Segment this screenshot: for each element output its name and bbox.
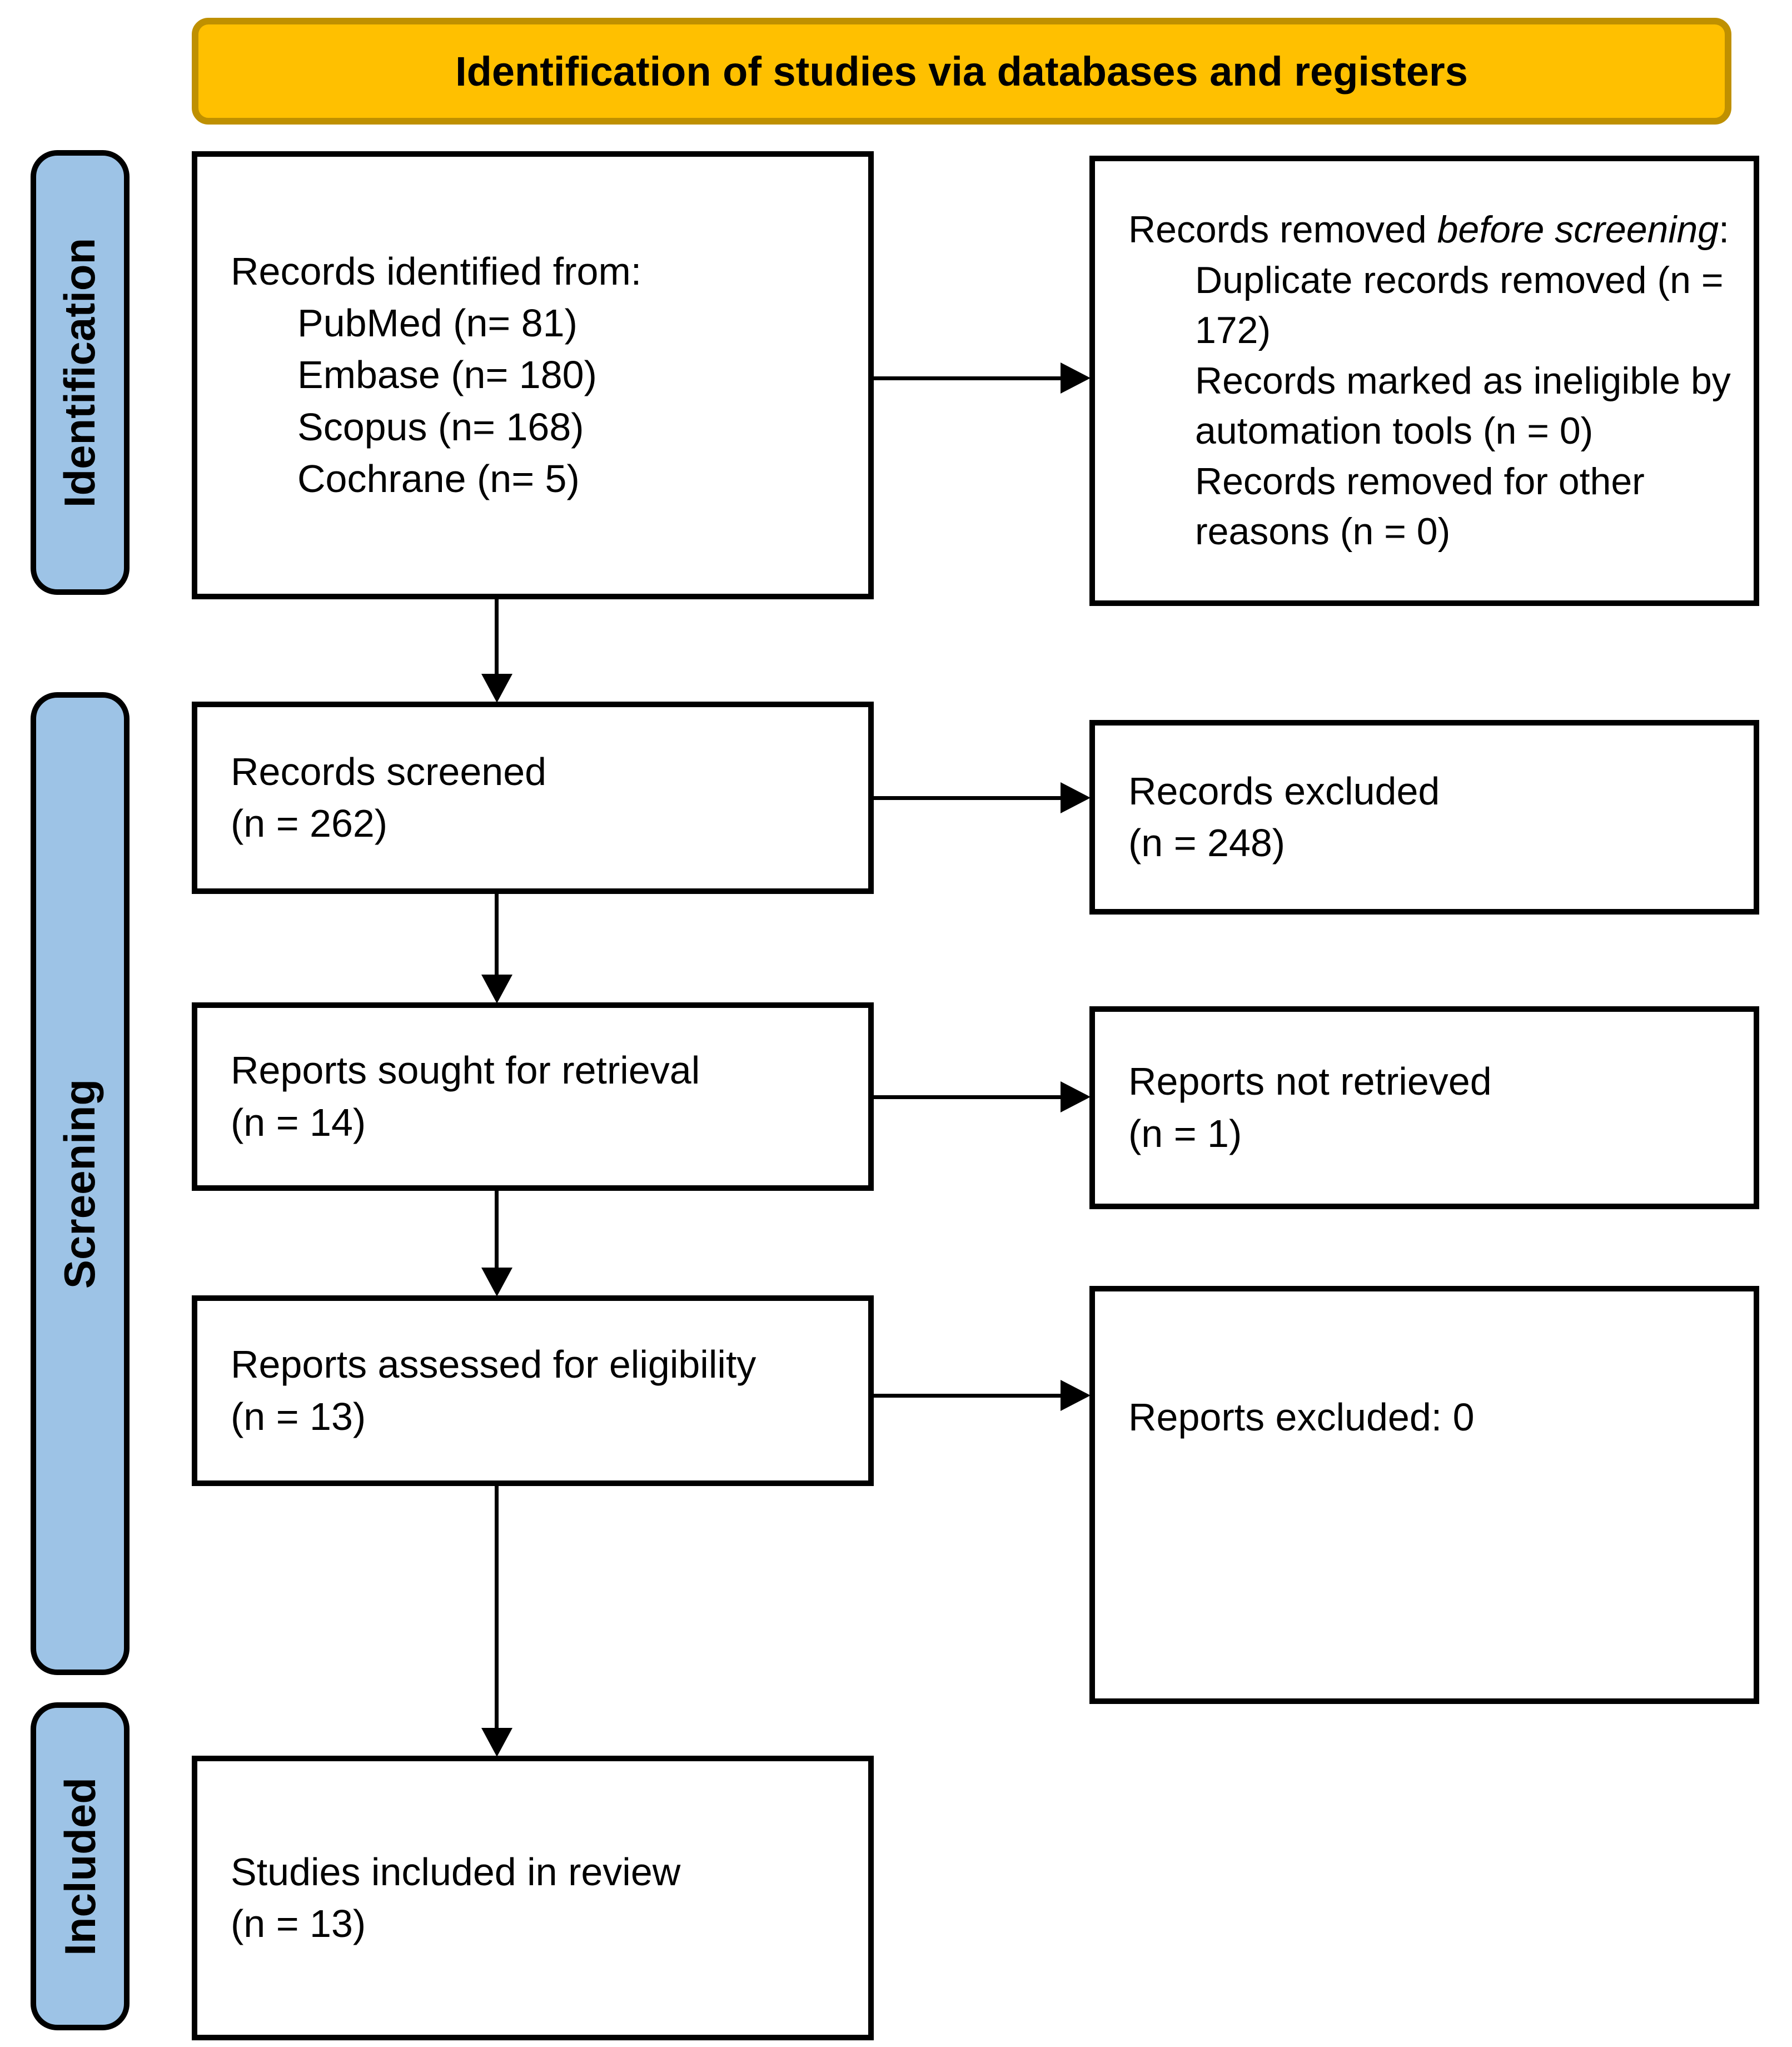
records-screened-count: (n = 262) xyxy=(231,802,388,845)
arrow-line xyxy=(495,1486,499,1729)
reports-not-retrieved-count: (n = 1) xyxy=(1128,1111,1242,1155)
records-removed-heading: Records removed before screening: xyxy=(1128,205,1731,255)
arrow-head-right-icon xyxy=(1061,362,1091,394)
reports-not-retrieved-text: Reports not retrieved xyxy=(1128,1060,1492,1104)
arrow-line xyxy=(874,1394,1063,1398)
arrow-head-down-icon xyxy=(481,674,512,703)
stage-screening: Screening xyxy=(31,692,130,1675)
records-removed-heading-prefix: Records removed xyxy=(1128,208,1437,251)
box-reports-sought: Reports sought for retrieval (n = 14) xyxy=(192,1002,874,1191)
arrow-line xyxy=(495,599,499,676)
arrow-head-right-icon xyxy=(1061,782,1091,813)
arrow-head-right-icon xyxy=(1061,1380,1091,1411)
arrow-line xyxy=(874,1095,1063,1099)
reports-sought-count: (n = 14) xyxy=(231,1100,366,1144)
records-excluded-text: Records excluded xyxy=(1128,769,1440,813)
records-identified-item-pubmed: PubMed (n= 81) xyxy=(297,301,578,345)
stage-identification-label: Identification xyxy=(55,237,104,508)
box-reports-assessed: Reports assessed for eligibility (n = 13… xyxy=(192,1295,874,1486)
records-identified-heading: Records identified from: xyxy=(231,250,642,294)
records-identified-item-scopus: Scopus (n= 168) xyxy=(297,405,584,449)
reports-assessed-text: Reports assessed for eligibility xyxy=(231,1343,756,1387)
records-removed-item-other: Records removed for other reasons (n = 0… xyxy=(1195,460,1645,553)
records-identified-item-cochrane: Cochrane (n= 5) xyxy=(297,456,580,500)
box-records-excluded: Records excluded (n = 248) xyxy=(1089,720,1759,915)
title-banner: Identification of studies via databases … xyxy=(192,18,1731,125)
records-identified-item-embase: Embase (n= 180) xyxy=(297,353,597,397)
records-removed-heading-italic: before screening xyxy=(1437,208,1719,251)
arrow-line xyxy=(874,796,1063,800)
records-removed-item-automation: Records marked as ineligible by automati… xyxy=(1195,359,1731,453)
arrow-line xyxy=(874,376,1063,380)
arrow-line xyxy=(495,894,499,976)
arrow-head-right-icon xyxy=(1061,1081,1091,1112)
arrow-head-down-icon xyxy=(481,975,512,1003)
reports-excluded-text: Reports excluded: 0 xyxy=(1128,1395,1475,1439)
arrow-head-down-icon xyxy=(481,1268,512,1296)
box-records-removed: Records removed before screening: Duplic… xyxy=(1089,156,1759,606)
studies-included-text: Studies included in review xyxy=(231,1850,681,1894)
arrow-line xyxy=(495,1191,499,1269)
reports-assessed-count: (n = 13) xyxy=(231,1394,366,1438)
records-excluded-count: (n = 248) xyxy=(1128,821,1286,864)
reports-sought-text: Reports sought for retrieval xyxy=(231,1049,700,1092)
box-records-screened: Records screened (n = 262) xyxy=(192,702,874,894)
records-removed-heading-suffix: : xyxy=(1719,208,1730,251)
stage-included: Included xyxy=(31,1702,130,2030)
stage-identification: Identification xyxy=(31,150,130,595)
studies-included-count: (n = 13) xyxy=(231,1902,366,1945)
stage-included-label: Included xyxy=(55,1777,104,1956)
records-removed-item-duplicates: Duplicate records removed (n = 172) xyxy=(1195,259,1724,352)
box-studies-included: Studies included in review (n = 13) xyxy=(192,1756,874,2040)
box-records-identified: Records identified from: PubMed (n= 81) … xyxy=(192,151,874,599)
records-screened-text: Records screened xyxy=(231,749,547,793)
stage-screening-label: Screening xyxy=(55,1079,104,1289)
title-banner-text: Identification of studies via databases … xyxy=(455,48,1468,95)
arrow-head-down-icon xyxy=(481,1728,512,1757)
box-reports-not-retrieved: Reports not retrieved (n = 1) xyxy=(1089,1006,1759,1209)
box-reports-excluded: Reports excluded: 0 xyxy=(1089,1286,1759,1704)
